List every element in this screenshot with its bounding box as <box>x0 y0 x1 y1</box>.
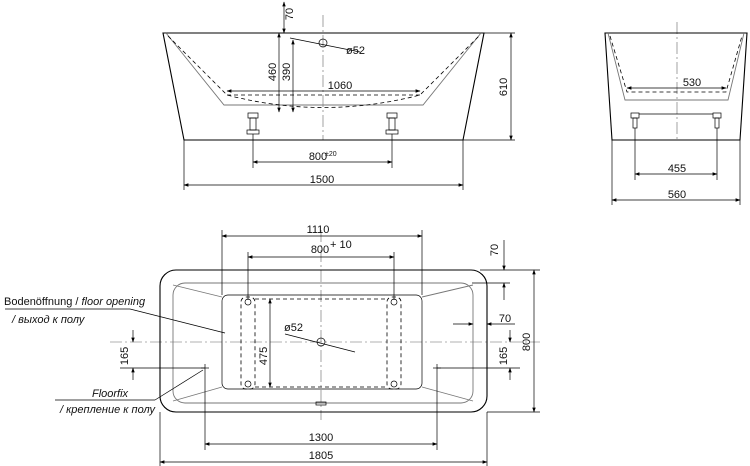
dim-800-side: 800 <box>309 151 327 163</box>
end-view: 530 455 560 <box>604 22 748 205</box>
dim-plus10: + 10 <box>330 239 352 251</box>
side-inner-dashed <box>167 35 480 108</box>
dim-530: 530 <box>683 77 701 89</box>
side-outer-shell <box>162 32 485 141</box>
rail-right <box>386 296 402 390</box>
top-outer-rim <box>159 269 488 413</box>
side-inner-outline <box>165 32 482 106</box>
dim-1300: 1300 <box>309 432 333 444</box>
end-outer-shell <box>604 32 748 141</box>
dim-165-left: 165 <box>119 347 131 365</box>
dim-tolerance: ±20 <box>325 151 337 158</box>
end-foot-left <box>630 112 640 129</box>
floor-opening-label: Bodenöffnung / floor opening <box>4 296 146 308</box>
dim-d52-side: ø52 <box>346 45 365 57</box>
top-basin-floor <box>221 294 423 390</box>
dim-1500: 1500 <box>310 174 334 186</box>
floorfix-leader <box>154 369 204 401</box>
side-foot-right <box>385 112 399 135</box>
dim-70-right: 70 <box>499 313 511 325</box>
floor-opening-label-ru: / выход к полу <box>11 314 86 326</box>
dim-1805: 1805 <box>309 450 333 462</box>
dim-1110: 1110 <box>307 224 330 236</box>
side-foot-left <box>246 112 260 135</box>
dim-165-right: 165 <box>498 347 510 365</box>
overflow <box>315 401 327 406</box>
side-view: 70 460 390 1060 ø52 610 800 ±20 1500 <box>162 1 515 190</box>
dim-800-right: 800 <box>521 333 533 351</box>
floorfix-label: Floorfix <box>92 388 129 400</box>
dim-475: 475 <box>258 347 270 365</box>
dim-455: 455 <box>668 163 686 175</box>
side-drain-leader <box>289 37 361 53</box>
dim-390: 390 <box>281 63 293 81</box>
floor-opening-leader <box>129 308 226 334</box>
dim-800-top: 800 <box>311 244 329 256</box>
dim-70-top: 70 <box>489 244 501 256</box>
top-inner-rim <box>172 282 474 404</box>
side-drain <box>318 38 328 48</box>
dim-1060: 1060 <box>328 80 352 92</box>
rail-left <box>240 296 256 390</box>
end-inner-dashed <box>609 35 743 93</box>
dim-d52-top: ø52 <box>284 322 303 334</box>
floorfix-label-ru: / крепление к полу <box>59 404 157 416</box>
dim-560: 560 <box>668 189 686 201</box>
dim-70-side: 70 <box>284 8 296 20</box>
top-view: ø52 1110 800 + 10 70 70 <box>4 224 540 466</box>
dim-610: 610 <box>498 78 510 96</box>
end-foot-right <box>712 112 722 129</box>
dim-460: 460 <box>267 63 279 81</box>
end-inner-outline <box>607 32 745 101</box>
